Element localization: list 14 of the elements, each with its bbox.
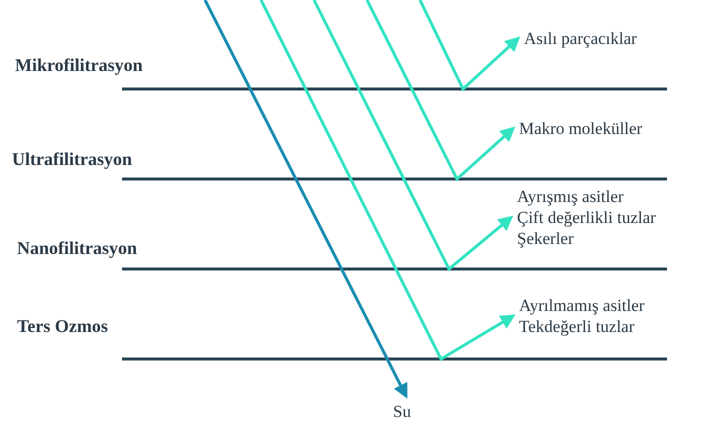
membrane-type-label: Ultrafilitrasyon xyxy=(12,149,132,170)
retained-label: Ayrışmış asitler Çift değerlikli tuzlar Şekerler xyxy=(517,186,722,249)
output-label: Su xyxy=(393,401,423,422)
retained-label: Makro moleküller xyxy=(519,118,699,139)
membrane-type-label: Mikrofilitrasyon xyxy=(15,55,143,76)
arrow xyxy=(204,0,408,399)
retained-label: Ayrılmamış asitler Tekdeğerli tuzlar xyxy=(519,295,709,337)
arrow xyxy=(366,0,516,182)
retained-label: Asılı parçacıklar xyxy=(524,28,704,49)
membrane-type-label: Ters Ozmos xyxy=(17,316,108,337)
arrow xyxy=(260,0,516,362)
membrane-type-label: Nanofilitrasyon xyxy=(17,238,138,259)
arrow xyxy=(418,0,520,92)
arrow xyxy=(312,0,514,272)
